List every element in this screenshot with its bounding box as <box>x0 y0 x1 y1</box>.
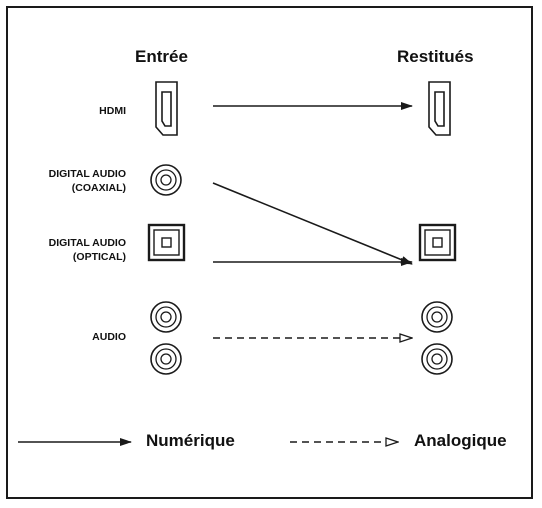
audio-output-jack-bottom-icon <box>421 343 453 375</box>
optical-label: DIGITAL AUDIO (OPTICAL) <box>48 237 126 263</box>
legend-analog-label: Analogique <box>414 431 507 450</box>
hdmi-label: HDMI <box>99 105 126 117</box>
coaxial-digital-arrow <box>212 182 413 265</box>
hdmi-input-connector-icon <box>155 81 178 136</box>
hdmi-output-connector-icon <box>428 81 451 136</box>
audio-input-jack-bottom-icon <box>150 343 182 375</box>
input-column-header: Entrée <box>135 47 188 66</box>
legend-digital-label: Numérique <box>146 431 235 450</box>
audio-input-jack-top-icon <box>150 301 182 333</box>
output-column-header: Restitués <box>397 47 474 66</box>
optical-input-jack-icon <box>147 223 186 262</box>
audio-label: AUDIO <box>92 331 126 343</box>
coaxial-label: DIGITAL AUDIO (COAXIAL) <box>48 168 126 194</box>
diagram-frame <box>6 6 533 499</box>
coaxial-input-jack-icon <box>150 164 182 196</box>
optical-output-jack-icon <box>418 223 457 262</box>
audio-output-jack-top-icon <box>421 301 453 333</box>
